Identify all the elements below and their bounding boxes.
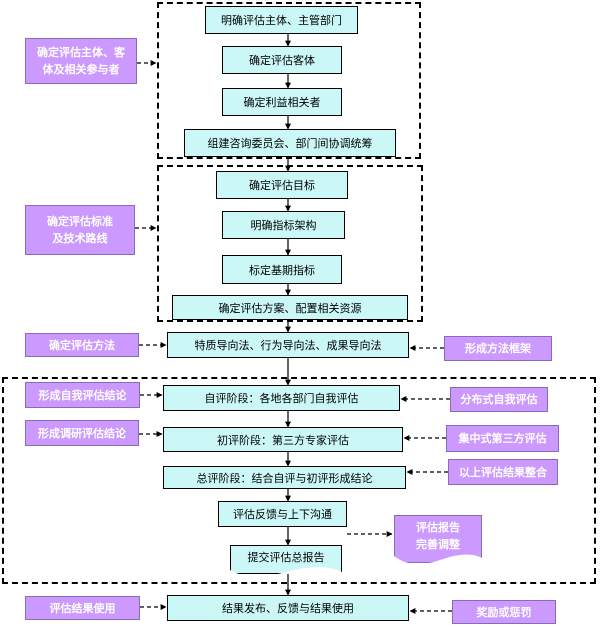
step-methods: 特质导向法、行为导向法、成果导向法 bbox=[167, 332, 409, 358]
step-submit-report-label: 提交评估总报告 bbox=[247, 551, 325, 564]
step-define-goal: 确定评估目标 bbox=[216, 171, 348, 199]
label-use-results: 评估结果使用 bbox=[25, 596, 140, 620]
label-define-participants-line1: 确定评估主体、客 bbox=[37, 46, 125, 59]
label-reward-punish: 奖励或惩罚 bbox=[452, 600, 556, 624]
label-define-standards-line1: 确定评估标准 bbox=[47, 215, 113, 228]
step-feedback: 评估反馈与上下沟通 bbox=[218, 501, 347, 527]
group-frame-subjects bbox=[157, 2, 421, 159]
step-define-object: 确定评估客体 bbox=[222, 46, 342, 74]
step-plan-resources: 确定评估方案、配置相关资源 bbox=[172, 295, 408, 320]
step-define-subject: 明确评估主体、主管部门 bbox=[205, 6, 358, 34]
label-report-revision: 评估报告 完善调整 bbox=[394, 515, 482, 563]
label-centralized-third-party: 集中式第三方评估 bbox=[446, 425, 559, 452]
label-method-framework: 形成方法框架 bbox=[444, 336, 552, 361]
step-indicator-structure: 明确指标架构 bbox=[222, 211, 345, 239]
step-submit-report: 提交评估总报告 bbox=[230, 545, 342, 574]
step-stakeholders: 确定利益相关者 bbox=[222, 88, 342, 116]
step-advisory-committee: 组建咨询委员会、部门间协调统筹 bbox=[184, 129, 396, 157]
label-report-revision-line1: 评估报告 bbox=[416, 521, 460, 534]
label-integrate-results: 以上评估结果整合 bbox=[448, 459, 558, 485]
label-define-standards: 确定评估标准 及技术路线 bbox=[25, 205, 135, 255]
label-define-method: 确定评估方法 bbox=[25, 333, 139, 357]
label-distributed-self: 分布式自我评估 bbox=[450, 387, 548, 412]
label-survey-conclusion: 形成调研评估结论 bbox=[25, 420, 139, 446]
step-baseline-indicators: 标定基期指标 bbox=[222, 255, 342, 284]
label-define-standards-line2: 及技术路线 bbox=[52, 232, 108, 245]
label-define-participants: 确定评估主体、客 体及相关参与者 bbox=[25, 38, 137, 84]
label-report-revision-line2: 完善调整 bbox=[416, 538, 460, 551]
label-self-conclusion: 形成自我评估结论 bbox=[25, 382, 140, 408]
group-frame-process bbox=[2, 377, 596, 584]
step-publish-results: 结果发布、反馈与结果使用 bbox=[167, 595, 409, 621]
step-initial-evaluation: 初评阶段：第三方专家评估 bbox=[163, 427, 403, 452]
step-self-evaluation: 自评阶段：各地各部门自我评估 bbox=[163, 385, 400, 411]
label-define-participants-line2: 体及相关参与者 bbox=[42, 63, 120, 76]
step-final-evaluation: 总评阶段：结合自评与初评形成结论 bbox=[163, 466, 406, 489]
